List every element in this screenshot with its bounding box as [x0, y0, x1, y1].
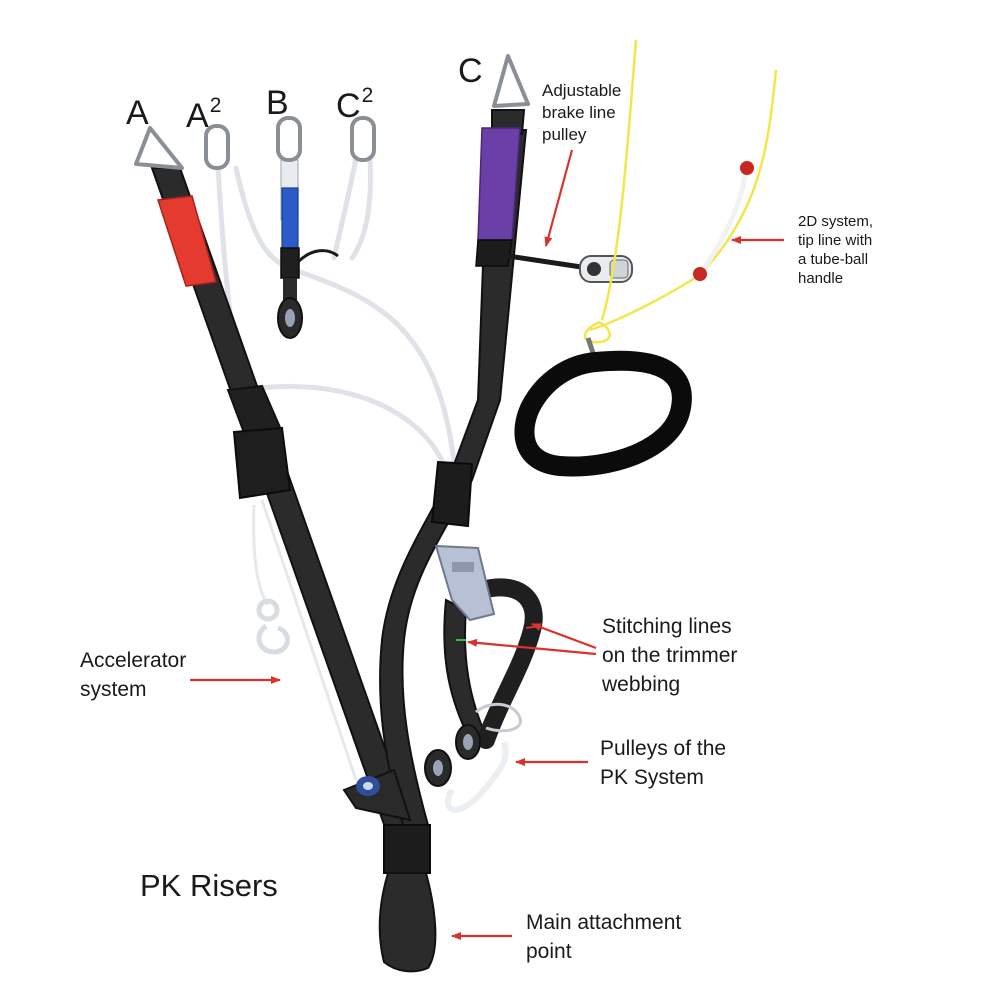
- stitching-arrow-1-icon: [531, 622, 597, 650]
- pk-pulley-icon: [424, 702, 522, 813]
- brake-pulley-icon: [507, 253, 633, 283]
- accelerator-hook-icon: [256, 598, 290, 655]
- riser-label-b: B: [266, 84, 289, 123]
- c2-oval-maillon-icon: [350, 116, 376, 162]
- b-pulley-icon: [277, 297, 303, 339]
- riser-label-a2-letter: A: [186, 97, 209, 135]
- main-attachment-tongue: [378, 824, 437, 973]
- riser-label-a2: A2: [186, 94, 221, 136]
- trimmer-buckle-icon: [434, 544, 496, 622]
- riser-label-c2: C2: [336, 84, 373, 126]
- accelerator-pulley-icon: [342, 768, 412, 822]
- pulleys-pk-label: Pulleys of the PK System: [600, 737, 727, 789]
- annotation-arrows: [190, 149, 784, 940]
- b-riser: [280, 159, 339, 300]
- diagram-title: PK Risers: [140, 868, 278, 903]
- main-attachment-label: Main attachment point: [526, 911, 682, 963]
- c-triangle-maillon-icon: [492, 54, 530, 108]
- riser-label-a2-sup: 2: [209, 94, 222, 117]
- riser-label-a: A: [126, 94, 149, 133]
- accelerator-label: Accelerator system: [80, 649, 187, 701]
- riser-label-b-letter: B: [266, 84, 289, 122]
- riser-label-c-letter: C: [458, 52, 483, 90]
- brake-handle-icon: [514, 337, 692, 477]
- a-triangle-maillon-icon: [134, 126, 184, 170]
- a2-oval-maillon-icon: [204, 124, 230, 170]
- stitching-arrow-2-icon: [467, 638, 597, 656]
- riser-label-c2-sup: 2: [361, 84, 374, 107]
- riser-label-c: C: [458, 52, 483, 91]
- c-riser: [379, 109, 528, 830]
- stitching-label: Stitching lines on the trimmer webbing: [602, 615, 738, 696]
- brake-pulley-arrow-icon: [544, 149, 574, 247]
- riser-label-c2-letter: C: [336, 87, 361, 125]
- b-oval-maillon-icon: [276, 116, 302, 162]
- riser-label-a-letter: A: [126, 94, 149, 132]
- c2-line: [257, 155, 458, 475]
- brake-pulley-label: Adjustable brake line pulley: [542, 81, 622, 144]
- system-2d-label: 2D system, tip line with a tube-ball han…: [798, 213, 874, 287]
- tube-ball-handle: [693, 161, 754, 281]
